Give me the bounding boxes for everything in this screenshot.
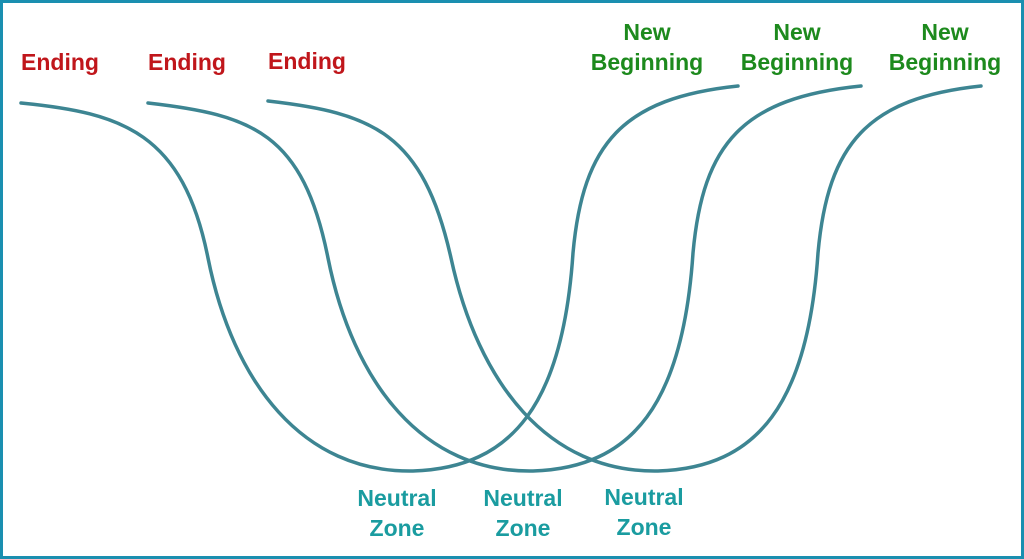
new-beginning-line1: New xyxy=(773,19,821,45)
transition-curve-3 xyxy=(266,84,983,473)
new-beginning-label-3: New Beginning xyxy=(881,17,1009,77)
neutral-zone-line1: Neutral xyxy=(483,485,563,511)
new-beginning-line2: Beginning xyxy=(888,49,1002,75)
neutral-zone-label-3: Neutral Zone xyxy=(595,482,693,542)
neutral-zone-line1: Neutral xyxy=(604,484,684,510)
new-beginning-line2: Beginning xyxy=(740,49,854,75)
neutral-zone-line1: Neutral xyxy=(357,485,437,511)
transition-curves xyxy=(19,84,983,473)
ending-label-1: Ending xyxy=(21,49,99,75)
ending-label-3: Ending xyxy=(268,48,346,74)
neutral-zone-label-2: Neutral Zone xyxy=(474,483,572,543)
neutral-zone-line2: Zone xyxy=(369,515,425,541)
new-beginning-line1: New xyxy=(623,19,671,45)
neutral-zone-line2: Zone xyxy=(616,514,672,540)
ending-label-2: Ending xyxy=(148,49,226,75)
new-beginning-label-2: New Beginning xyxy=(733,17,861,77)
transition-curve-2 xyxy=(146,84,863,473)
neutral-zone-line2: Zone xyxy=(495,515,551,541)
transition-curve-1 xyxy=(19,84,740,473)
new-beginning-line2: Beginning xyxy=(590,49,704,75)
new-beginning-line1: New xyxy=(921,19,969,45)
new-beginning-label-1: New Beginning xyxy=(583,17,711,77)
neutral-zone-label-1: Neutral Zone xyxy=(348,483,446,543)
